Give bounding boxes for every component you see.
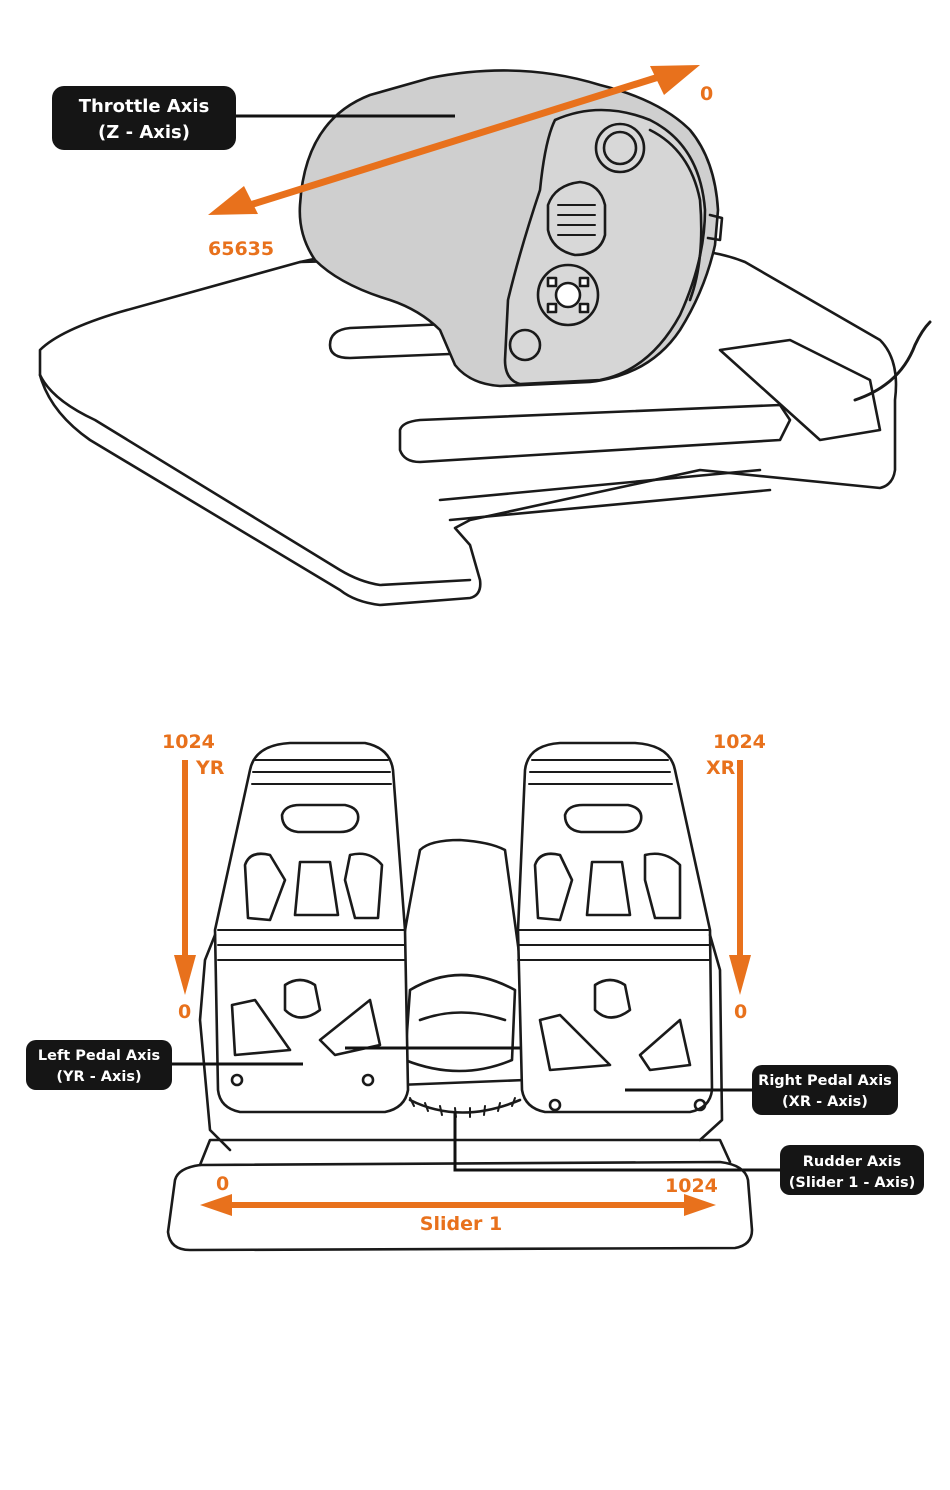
throttle-illustration <box>40 70 930 605</box>
rudder-callout: Rudder Axis (Slider 1 - Axis) <box>780 1145 924 1195</box>
right-pedal-max-label: 1024 <box>713 731 766 753</box>
right-pedal-callout-subtitle: (XR - Axis) <box>782 1094 868 1110</box>
left-pedal-callout: Left Pedal Axis (YR - Axis) <box>26 1040 172 1090</box>
throttle-max-label: 0 <box>700 83 713 105</box>
throttle-wheel <box>548 182 605 255</box>
throttle-callout-title: Throttle Axis <box>79 96 210 117</box>
left-pedal-callout-title: Left Pedal Axis <box>38 1048 160 1064</box>
throttle-callout-subtitle: (Z - Axis) <box>98 122 190 143</box>
slider-name-label: Slider 1 <box>420 1213 502 1235</box>
left-pedal-min-label: 0 <box>178 1001 191 1023</box>
right-pedal-axis-tag: XR <box>706 757 736 779</box>
right-pedal-callout-title: Right Pedal Axis <box>758 1073 892 1089</box>
right-pedal-min-label: 0 <box>734 1001 747 1023</box>
right-pedal-callout: Right Pedal Axis (XR - Axis) <box>752 1065 898 1115</box>
slider-min-label: 0 <box>216 1173 229 1195</box>
left-pedal-max-label: 1024 <box>162 731 215 753</box>
throttle-callout: Throttle Axis (Z - Axis) <box>52 86 236 150</box>
left-pedal-axis-tag: YR <box>195 757 225 779</box>
slider-max-label: 1024 <box>665 1175 718 1197</box>
left-pedal <box>215 743 408 1112</box>
left-pedal-axis-arrow <box>174 760 196 995</box>
left-pedal-callout-subtitle: (YR - Axis) <box>56 1069 141 1085</box>
rudder-callout-subtitle: (Slider 1 - Axis) <box>789 1175 915 1191</box>
throttle-min-label: 65635 <box>208 238 274 260</box>
rudder-callout-title: Rudder Axis <box>803 1154 901 1170</box>
throttle-bottom-button <box>510 330 540 360</box>
right-pedal-axis-arrow <box>729 760 751 995</box>
pedals-illustration <box>168 743 752 1250</box>
